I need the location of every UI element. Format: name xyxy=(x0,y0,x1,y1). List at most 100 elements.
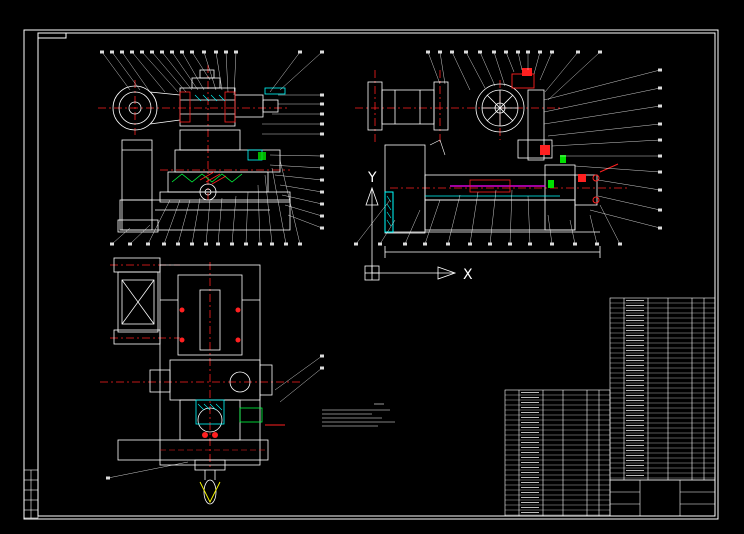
balloon-number-mark xyxy=(320,354,324,358)
balloon-number-mark xyxy=(438,50,442,54)
side-view xyxy=(355,70,630,258)
balloon-number-mark xyxy=(658,68,662,72)
balloon-number-mark xyxy=(284,242,288,246)
balloon-number-mark xyxy=(234,50,238,54)
balloon-number-mark xyxy=(162,242,166,246)
balloon-number-mark xyxy=(423,242,427,246)
parts-list-upper-rows xyxy=(610,300,715,479)
balloon-number-mark xyxy=(130,50,134,54)
balloon-number-mark xyxy=(298,50,302,54)
balloon-number-mark xyxy=(190,50,194,54)
balloon-number-mark xyxy=(573,242,577,246)
front-view-leaders-right xyxy=(262,94,323,229)
axis-label-x: X xyxy=(463,267,473,283)
side-view-accents xyxy=(384,68,619,233)
balloon-number-mark xyxy=(320,102,324,106)
balloon-number-mark xyxy=(320,154,324,158)
balloon-number-mark xyxy=(658,170,662,174)
balloon-number-mark xyxy=(658,188,662,192)
balloon-number-mark xyxy=(658,154,662,158)
balloon-number-mark xyxy=(426,50,430,54)
balloon-number-mark xyxy=(170,50,174,54)
parts-list-upper xyxy=(609,297,716,481)
ucs-axis-icon xyxy=(364,186,457,281)
inner-border xyxy=(37,32,716,517)
balloon-number-mark xyxy=(100,50,104,54)
balloon-number-mark xyxy=(150,50,154,54)
balloon-number-mark xyxy=(550,242,554,246)
balloon-number-mark xyxy=(320,366,324,370)
balloon-number-mark xyxy=(492,50,496,54)
balloon-number-mark xyxy=(204,242,208,246)
balloon-number-mark xyxy=(403,242,407,246)
side-view-leaders-bottom xyxy=(355,189,621,245)
plan-view-accents xyxy=(160,307,285,504)
plan-view-leaders xyxy=(107,355,323,479)
balloon-number-mark xyxy=(244,242,248,246)
balloon-number-mark xyxy=(110,50,114,54)
front-view-leaders-top xyxy=(101,51,323,96)
balloon-number-mark xyxy=(576,50,580,54)
balloon-number-mark xyxy=(320,132,324,136)
balloon-number-mark xyxy=(320,202,324,206)
balloon-number-mark xyxy=(230,242,234,246)
balloon-number-mark xyxy=(320,166,324,170)
outer-border xyxy=(23,29,719,520)
balloon-number-mark xyxy=(258,242,262,246)
balloon-number-mark xyxy=(504,50,508,54)
balloon-number-mark xyxy=(120,50,124,54)
front-view-accents xyxy=(171,87,286,185)
balloon-number-mark xyxy=(216,242,220,246)
balloon-number-mark xyxy=(224,50,228,54)
balloon-number-mark xyxy=(516,50,520,54)
balloon-number-mark xyxy=(658,86,662,90)
balloon-number-mark xyxy=(146,242,150,246)
balloon-number-mark xyxy=(320,122,324,126)
balloon-number-mark xyxy=(658,208,662,212)
balloon-number-mark xyxy=(354,242,358,246)
front-view xyxy=(98,65,291,233)
balloon-number-mark xyxy=(658,122,662,126)
balloon-number-mark xyxy=(528,242,532,246)
front-view-leaders-bottom xyxy=(111,159,301,245)
balloon-number-mark xyxy=(658,138,662,142)
balloon-number-mark xyxy=(128,242,132,246)
balloon-number-mark xyxy=(270,242,274,246)
balloon-number-mark xyxy=(320,112,324,116)
balloon-number-mark xyxy=(526,50,530,54)
balloon-number-mark xyxy=(468,242,472,246)
technical-notes xyxy=(322,403,395,427)
balloon-number-mark xyxy=(320,226,324,230)
balloon-number-mark xyxy=(598,50,602,54)
parts-list-lower-rows xyxy=(505,392,610,516)
balloon-number-mark xyxy=(658,104,662,108)
balloon-number-mark xyxy=(446,242,450,246)
side-view-leaders-top xyxy=(427,51,601,101)
binding-strip xyxy=(23,469,39,519)
balloon-number-mark xyxy=(478,50,482,54)
balloon-number-mark xyxy=(160,50,164,54)
balloon-number-mark xyxy=(190,242,194,246)
balloon-number-mark xyxy=(106,476,110,480)
balloon-number-mark xyxy=(595,242,599,246)
balloon-number-mark xyxy=(508,242,512,246)
balloon-number-mark xyxy=(214,50,218,54)
title-block xyxy=(609,479,716,517)
balloon-number-mark xyxy=(450,50,454,54)
balloon-number-mark xyxy=(320,214,324,218)
balloon-number-mark xyxy=(298,242,302,246)
parts-list-lower xyxy=(504,389,611,517)
balloon-number-mark xyxy=(202,50,206,54)
balloon-number-mark xyxy=(464,50,468,54)
balloon-number-mark xyxy=(618,242,622,246)
balloon-number-mark xyxy=(538,50,542,54)
balloon-number-mark xyxy=(140,50,144,54)
balloon-number-mark xyxy=(320,190,324,194)
balloon-number-mark xyxy=(658,226,662,230)
balloon-number-mark xyxy=(180,50,184,54)
corner-tag xyxy=(37,32,67,39)
balloon-number-mark xyxy=(110,242,114,246)
side-view-leaders-right xyxy=(543,69,661,229)
balloon-number-mark xyxy=(320,50,324,54)
